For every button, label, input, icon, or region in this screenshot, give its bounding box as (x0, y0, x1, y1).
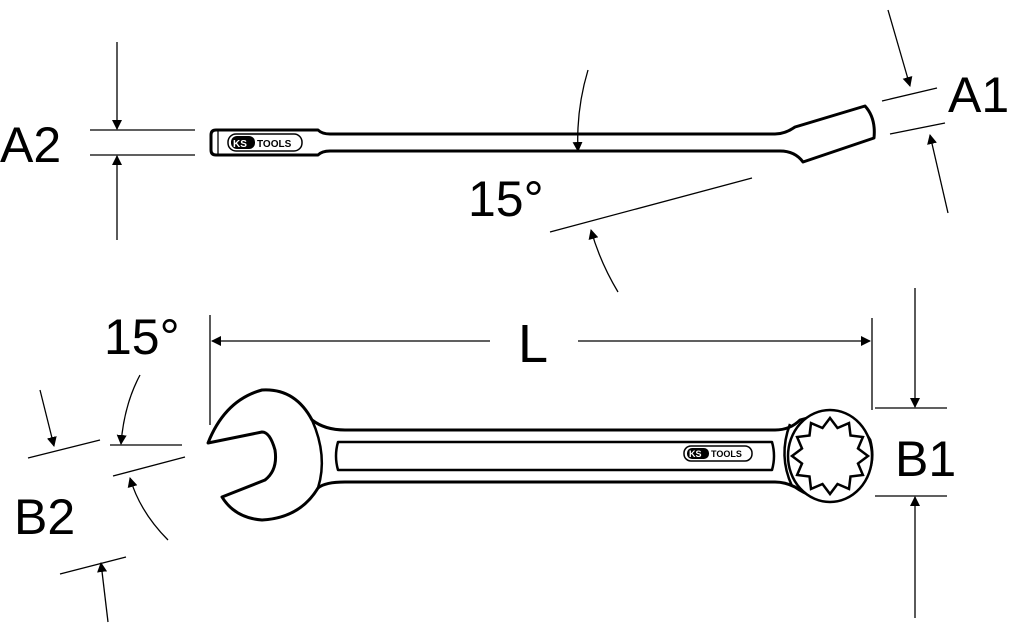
label-b1: B1 (895, 431, 956, 487)
logo-side: KS TOOLS (227, 133, 303, 152)
dimension-a1: A1 (881, 9, 1009, 214)
dimension-length: L (209, 314, 873, 425)
logo-front: KS TOOLS (683, 445, 753, 462)
dimension-a2: A2 (0, 42, 195, 240)
label-angle-top: 15° (468, 171, 544, 227)
label-b2: B2 (14, 489, 75, 545)
angle-top: 15° (468, 69, 753, 293)
label-a2: A2 (0, 117, 61, 173)
dimension-b1: B1 (875, 288, 956, 618)
svg-text:KS: KS (233, 139, 247, 150)
wrench-side-view: KS TOOLS (209, 104, 876, 164)
svg-text:KS: KS (689, 449, 702, 459)
ring-12-point-icon (789, 415, 871, 497)
label-a1: A1 (948, 67, 1009, 123)
label-angle-bottom: 15° (104, 309, 180, 365)
svg-text:TOOLS: TOOLS (257, 139, 292, 150)
svg-text:TOOLS: TOOLS (711, 449, 742, 459)
label-length: L (518, 314, 548, 374)
dimension-b2: B2 15° (14, 309, 186, 623)
wrench-front-view: KS TOOLS (206, 388, 874, 522)
